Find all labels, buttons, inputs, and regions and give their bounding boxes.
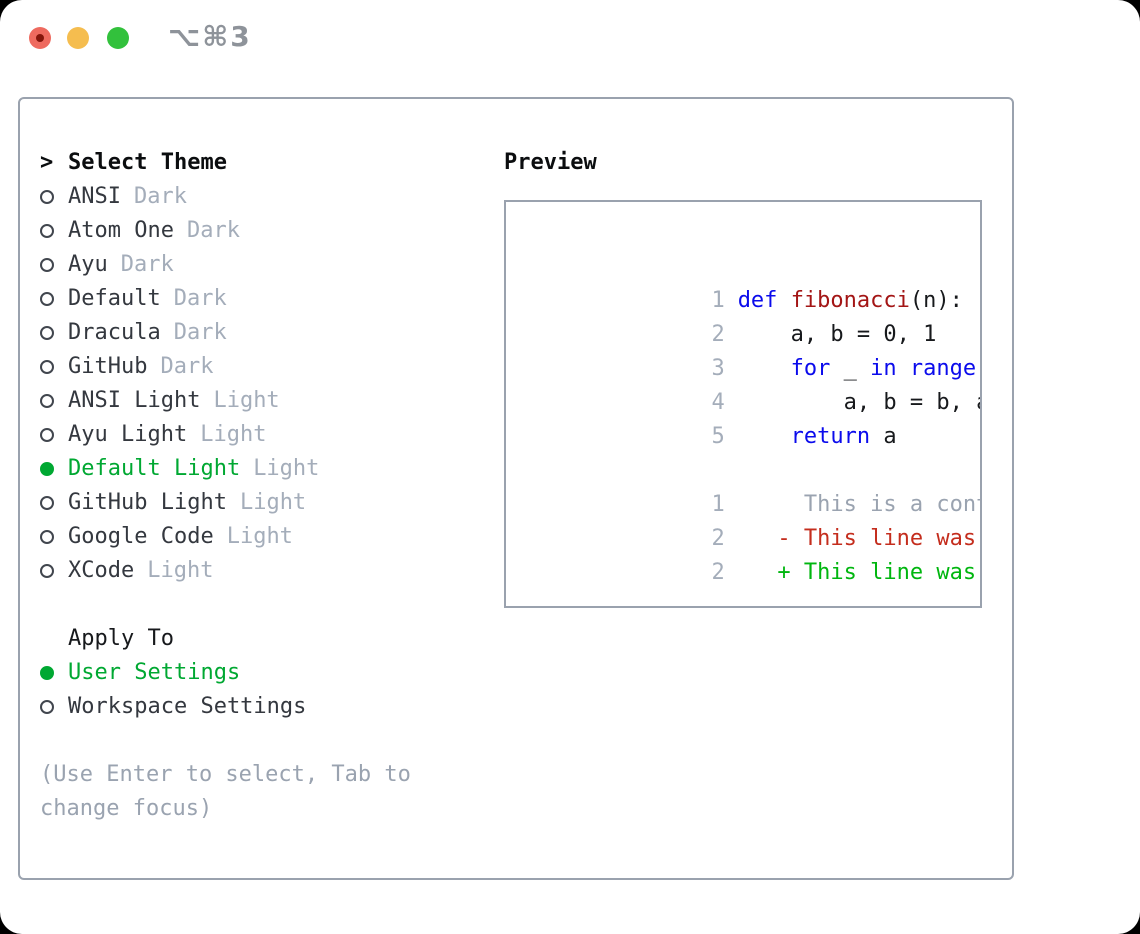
radio-icon xyxy=(40,428,54,442)
theme-variant: Dark xyxy=(160,354,214,379)
radio-icon xyxy=(40,224,54,238)
code-line: 4 a, b = b, a + b xyxy=(526,352,980,415)
code-text: return a xyxy=(790,424,897,449)
radio-icon xyxy=(40,190,54,204)
theme-selector-panel: > Select Theme ANSI Dark Atom One Dark A xyxy=(18,97,1014,880)
code-text: a, b = 0, 1 xyxy=(737,322,937,347)
preview-column: Preview 1 def fibonacci(n): 2 a, b = 0, 1… xyxy=(504,146,988,878)
apply-to-options: User Settings Workspace Settings xyxy=(40,656,504,724)
cursor-prefix: > xyxy=(40,150,54,175)
diff-line: 1 This is a context line. xyxy=(526,454,980,517)
theme-name: Dracula xyxy=(68,320,161,345)
radio-icon xyxy=(40,462,54,476)
code-text: def fibonacci(n): xyxy=(737,288,963,313)
code-line: 5 return a xyxy=(526,386,980,449)
theme-variant: Light xyxy=(200,422,267,447)
theme-option[interactable]: GitHub Light Light xyxy=(40,486,504,520)
window-shortcut-label: ⌥⌘3 xyxy=(168,20,252,53)
theme-option[interactable]: ANSI Light Light xyxy=(40,384,504,418)
diff-text: + This line was added. xyxy=(777,560,977,585)
apply-to-section: Apply To User Settings Workspace Setting… xyxy=(40,622,504,724)
diff-preview: 1 This is a context line. 2 - This line … xyxy=(526,454,980,585)
code-preview-box: 1 def fibonacci(n): 2 a, b = 0, 1 3 for _… xyxy=(504,200,982,608)
theme-option[interactable]: Ayu Light Light xyxy=(40,418,504,452)
radio-icon xyxy=(40,530,54,544)
theme-option[interactable]: GitHub Dark xyxy=(40,350,504,384)
theme-variant: Dark xyxy=(173,286,227,311)
theme-list: ANSI Dark Atom One Dark Ayu Dark Default… xyxy=(40,180,504,588)
theme-name: Default xyxy=(68,286,161,311)
theme-option[interactable]: Default Light Light xyxy=(40,452,504,486)
radio-icon xyxy=(40,666,54,680)
radio-icon xyxy=(40,394,54,408)
radio-icon xyxy=(40,496,54,510)
diff-text: This is a context line. xyxy=(803,492,980,517)
theme-option[interactable]: Default Dark xyxy=(40,282,504,316)
theme-option[interactable]: Dracula Dark xyxy=(40,316,504,350)
line-number: 2 xyxy=(711,526,725,551)
theme-variant: Light xyxy=(213,388,280,413)
theme-name: Ayu xyxy=(68,252,108,277)
theme-option[interactable]: Ayu Dark xyxy=(40,248,504,282)
line-number: 1 xyxy=(711,288,725,313)
apply-to-header: Apply To xyxy=(40,622,504,656)
radio-icon xyxy=(40,258,54,272)
line-number: 2 xyxy=(711,322,725,347)
line-number: 4 xyxy=(711,390,725,415)
theme-name: Ayu Light xyxy=(68,422,188,447)
title-bar: ⌥⌘3 xyxy=(0,0,1140,76)
theme-name: Atom One xyxy=(68,218,174,243)
apply-to-option[interactable]: Workspace Settings xyxy=(40,690,504,724)
code-line: 1 def fibonacci(n): xyxy=(526,250,980,313)
code-line: 3 for _ in range(n): xyxy=(526,318,980,381)
theme-name: GitHub xyxy=(68,354,148,379)
theme-option[interactable]: ANSI Dark xyxy=(40,180,504,214)
radio-icon xyxy=(40,564,54,578)
theme-list-column: > Select Theme ANSI Dark Atom One Dark A xyxy=(40,146,504,878)
theme-option[interactable]: XCode Light xyxy=(40,554,504,588)
radio-icon xyxy=(40,326,54,340)
radio-icon xyxy=(40,292,54,306)
radio-icon xyxy=(40,360,54,374)
code-text: for _ in range(n): xyxy=(790,356,980,381)
keyboard-hint: (Use Enter to select, Tab to change focu… xyxy=(40,762,411,821)
theme-name: ANSI xyxy=(68,184,121,209)
theme-name: GitHub Light xyxy=(68,490,227,515)
apply-to-option-label: Workspace Settings xyxy=(68,694,307,719)
line-number: 3 xyxy=(711,356,725,381)
code-preview: 1 def fibonacci(n): 2 a, b = 0, 1 3 for _… xyxy=(526,250,980,449)
line-number: 5 xyxy=(711,424,725,449)
theme-name: ANSI Light xyxy=(68,388,201,413)
theme-variant: Light xyxy=(253,456,320,481)
minimize-button[interactable] xyxy=(67,27,89,49)
diff-line: 2 + This line was added. xyxy=(526,522,980,585)
apply-to-option-label: User Settings xyxy=(68,660,241,685)
theme-name: Default Light xyxy=(68,456,241,481)
theme-option[interactable]: Google Code Light xyxy=(40,520,504,554)
theme-variant: Dark xyxy=(173,320,227,345)
code-line: 2 a, b = 0, 1 xyxy=(526,284,980,347)
preview-title: Preview xyxy=(504,150,597,175)
theme-name: Google Code xyxy=(68,524,214,549)
line-number: 2 xyxy=(711,560,725,585)
theme-variant: Light xyxy=(239,490,307,515)
theme-variant: Dark xyxy=(133,184,187,209)
diff-text: - This line was deleted. xyxy=(777,526,977,551)
select-theme-title: Select Theme xyxy=(68,150,227,175)
theme-variant: Dark xyxy=(186,218,240,243)
diff-line: 2 - This line was deleted. xyxy=(526,488,980,551)
code-text: a, b = b, a + b xyxy=(843,390,980,415)
apply-to-title: Apply To xyxy=(68,626,174,651)
select-theme-header: > Select Theme xyxy=(40,146,504,180)
theme-name: XCode xyxy=(68,558,135,583)
theme-option[interactable]: Atom One Dark xyxy=(40,214,504,248)
zoom-button[interactable] xyxy=(107,27,129,49)
theme-variant: Light xyxy=(147,558,214,583)
close-button[interactable] xyxy=(29,27,51,49)
line-number: 1 xyxy=(711,492,725,517)
theme-variant: Light xyxy=(226,524,293,549)
radio-icon xyxy=(40,700,54,714)
theme-variant: Dark xyxy=(120,252,174,277)
apply-to-option[interactable]: User Settings xyxy=(40,656,504,690)
